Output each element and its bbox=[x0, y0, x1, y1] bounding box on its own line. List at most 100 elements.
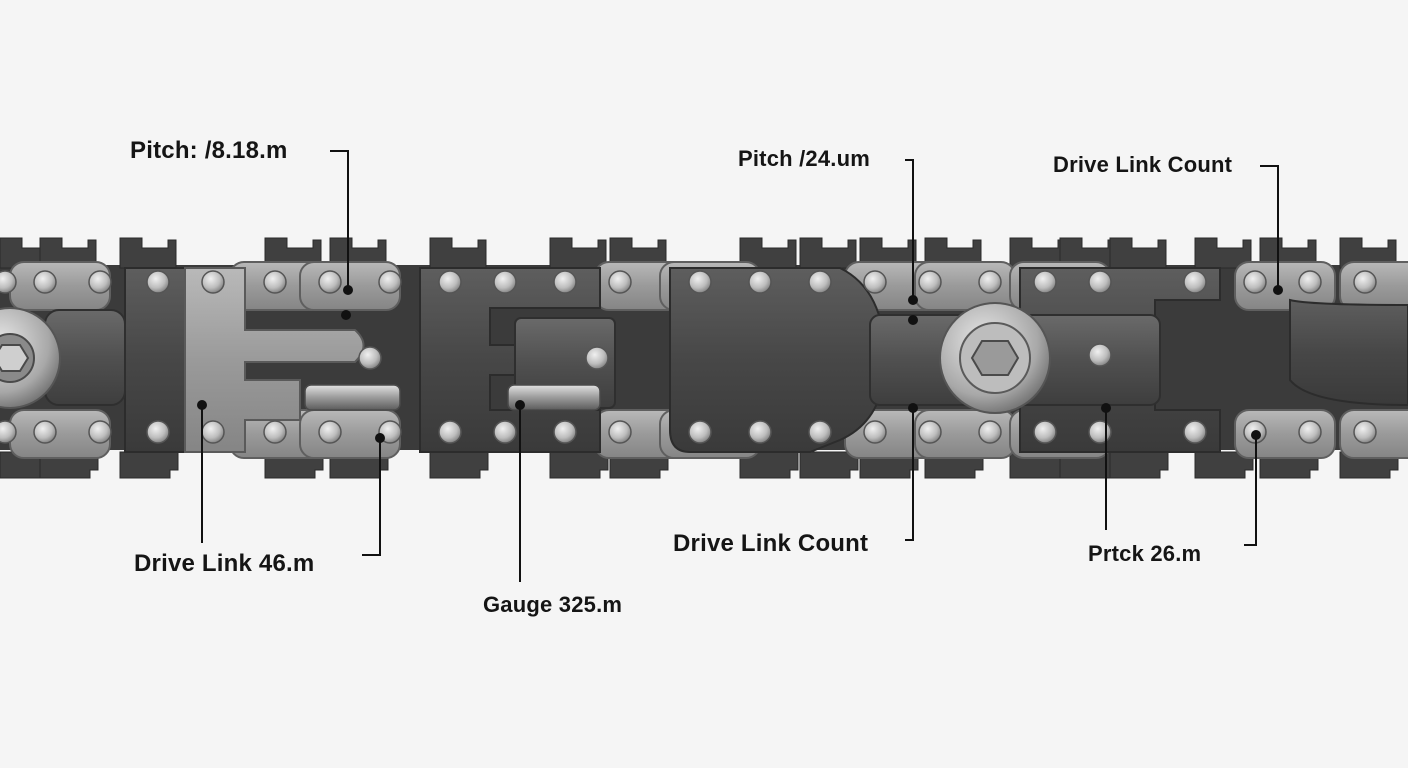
rivet bbox=[378, 270, 402, 294]
leader-dot bbox=[908, 403, 918, 413]
hub-center bbox=[939, 302, 1051, 414]
leader-line bbox=[362, 438, 381, 556]
rivet bbox=[493, 270, 517, 294]
rivet bbox=[1033, 420, 1057, 444]
rivet bbox=[808, 270, 832, 294]
rivet bbox=[493, 420, 517, 444]
rivet bbox=[918, 420, 942, 444]
label-gauge: Gauge 325.m bbox=[483, 592, 623, 617]
leader-dot bbox=[341, 310, 351, 320]
label-drive-link-count-top: Drive Link Count bbox=[1053, 152, 1233, 177]
rivet bbox=[318, 270, 342, 294]
cutter-tooth bbox=[264, 237, 322, 269]
rivet bbox=[358, 346, 382, 370]
leader-dot bbox=[908, 295, 918, 305]
cutter-tooth bbox=[429, 451, 489, 479]
cutter-tooth bbox=[119, 451, 179, 479]
rivet bbox=[1183, 270, 1207, 294]
cutter-tooth bbox=[1339, 237, 1397, 269]
cutter-tooth bbox=[329, 237, 387, 269]
rivet bbox=[688, 420, 712, 444]
rivet bbox=[318, 420, 342, 444]
pin-left bbox=[304, 384, 401, 411]
cutter-tooth bbox=[1109, 237, 1167, 269]
rivet bbox=[1353, 420, 1377, 444]
rivet bbox=[146, 420, 170, 444]
rivet bbox=[201, 420, 225, 444]
rivet bbox=[263, 420, 287, 444]
label-drive-link-bottom-left: Drive Link 46.m bbox=[134, 550, 315, 577]
rivet bbox=[1243, 270, 1267, 294]
cutter-tooth bbox=[39, 237, 97, 269]
leader-line bbox=[905, 408, 914, 541]
drive-link-plate-4 bbox=[669, 267, 887, 453]
leader-dot bbox=[515, 400, 525, 410]
rivet bbox=[808, 420, 832, 444]
hub-left bbox=[0, 307, 61, 409]
rivet bbox=[553, 270, 577, 294]
rivet bbox=[688, 270, 712, 294]
rivet bbox=[553, 420, 577, 444]
leader-dot bbox=[1273, 285, 1283, 295]
rivet bbox=[1088, 420, 1112, 444]
cutter-tooth bbox=[799, 237, 857, 269]
drive-link-plate-6 bbox=[1289, 298, 1408, 407]
rivet bbox=[585, 346, 609, 370]
label-pitch-top-mid: Pitch /24.um bbox=[738, 146, 870, 171]
rivet bbox=[438, 420, 462, 444]
rivet bbox=[33, 270, 57, 294]
rivet bbox=[201, 270, 225, 294]
leader-line bbox=[1244, 435, 1257, 546]
cutter-tooth bbox=[549, 237, 607, 269]
label-pitch-bottom-right: Prtck 26.m bbox=[1088, 541, 1202, 566]
rivet bbox=[438, 270, 462, 294]
rivet bbox=[978, 270, 1002, 294]
leader-dot bbox=[375, 433, 385, 443]
cutter-tooth bbox=[1109, 451, 1169, 479]
leader-dot bbox=[197, 400, 207, 410]
leader-dot bbox=[1251, 430, 1261, 440]
cutter-tooth bbox=[799, 451, 859, 479]
leader-line bbox=[330, 150, 349, 290]
cutter-tooth bbox=[739, 237, 797, 269]
leader-dots bbox=[197, 285, 1283, 443]
cutter-tooth bbox=[1194, 237, 1252, 269]
rivet bbox=[1088, 270, 1112, 294]
rivet bbox=[0, 420, 17, 444]
rivet bbox=[863, 270, 887, 294]
rivet bbox=[1033, 270, 1057, 294]
rivet bbox=[0, 270, 17, 294]
rivet bbox=[1183, 420, 1207, 444]
rivet bbox=[918, 270, 942, 294]
rivet bbox=[978, 420, 1002, 444]
cutter-tooth bbox=[429, 237, 487, 269]
label-pitch-top-left: Pitch: /8.18.m bbox=[130, 137, 288, 164]
cutter-tooth bbox=[859, 237, 917, 269]
rivet bbox=[1298, 420, 1322, 444]
rivet bbox=[608, 270, 632, 294]
leader-dot bbox=[1101, 403, 1111, 413]
rivet bbox=[1298, 270, 1322, 294]
rivet bbox=[88, 270, 112, 294]
leader-lines bbox=[201, 150, 1279, 582]
cutter-teeth-top bbox=[0, 237, 1397, 269]
leader-dot bbox=[343, 285, 353, 295]
rivet bbox=[1353, 270, 1377, 294]
rivet bbox=[863, 420, 887, 444]
rivet bbox=[263, 270, 287, 294]
label-drive-link-count-bottom: Drive Link Count bbox=[673, 530, 869, 557]
rivet bbox=[146, 270, 170, 294]
rivet bbox=[88, 420, 112, 444]
cutter-tooth bbox=[549, 451, 609, 479]
rivet bbox=[748, 270, 772, 294]
rivet bbox=[1088, 343, 1112, 367]
cutter-tooth bbox=[924, 237, 982, 269]
cutter-tooth bbox=[1259, 237, 1317, 269]
cutter-tooth bbox=[609, 237, 667, 269]
pin-mid bbox=[507, 384, 601, 411]
leader-line bbox=[1260, 165, 1279, 290]
rivet bbox=[748, 420, 772, 444]
rivet bbox=[608, 420, 632, 444]
